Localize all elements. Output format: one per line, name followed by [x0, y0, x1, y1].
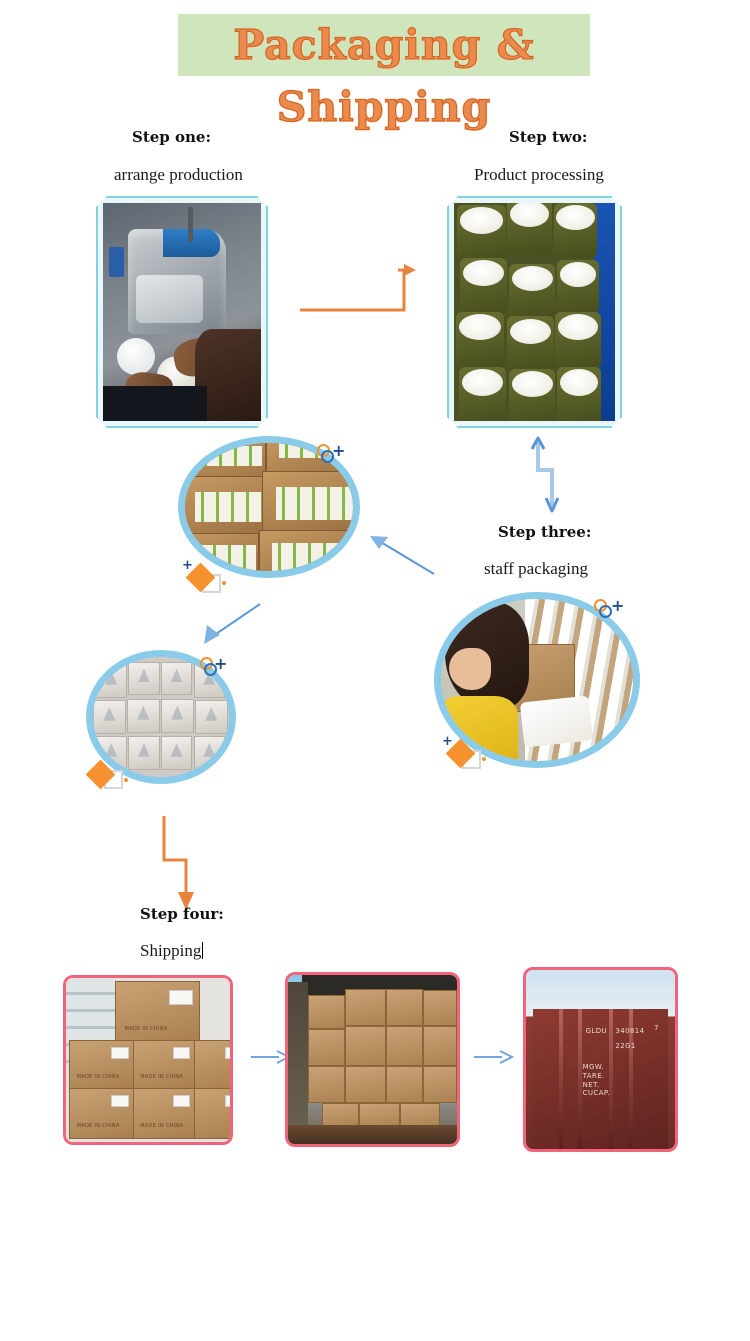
page-title-band: Packaging & Shipping — [178, 14, 590, 132]
carton-origin-mark-5: MADE IN CHINA — [140, 1122, 184, 1129]
photo-stacked-cartons-inner: MADE IN CHINA MADE IN CHINA MADE IN CHIN… — [66, 978, 230, 1142]
scene-retail-boxes — [93, 657, 229, 777]
scene-sewing-machine — [103, 203, 261, 421]
decoration-plus-4: + — [442, 734, 453, 749]
photo-rolled-towels-inner — [454, 203, 615, 421]
photo-shipping-container[interactable]: GLDU 340814 7 22G1 MGW. TARE. NET. CUCAP… — [523, 967, 678, 1152]
photo-cartons-inner — [185, 443, 353, 571]
decoration-ring-blue-1 — [321, 450, 334, 463]
photo-staff-packaging[interactable] — [434, 592, 640, 768]
photo-retail-boxes-inner — [93, 657, 229, 777]
arrow-cartons-to-retail-boxes — [198, 598, 268, 655]
container-weight-labels: MGW. TARE. NET. CUCAP. — [582, 1063, 611, 1098]
photo-container-loaded-inner — [288, 975, 457, 1144]
scene-cartons-of-packs — [185, 443, 353, 571]
page-title: Packaging & Shipping — [233, 20, 535, 131]
step-four-subtitle-wrap: Shipping — [140, 941, 204, 961]
container-type-code: 22G1 — [615, 1041, 636, 1050]
carton-origin-mark-1: MADE IN CHINA — [124, 1025, 168, 1032]
photo-container-loaded[interactable] — [285, 972, 460, 1147]
step-one-subtitle: arrange production — [114, 165, 243, 184]
arrow-step-one-to-step-two — [298, 258, 418, 325]
step-four-subtitle: Shipping — [140, 941, 202, 960]
arrow-step-three-to-cartons — [366, 528, 438, 585]
decoration-plus-1: + — [332, 441, 346, 460]
container-serial: 340814 — [615, 1027, 645, 1036]
scene-shipping-container: GLDU 340814 7 22G1 MGW. TARE. NET. CUCAP… — [526, 970, 675, 1149]
step-three-title: Step three: — [498, 523, 592, 541]
decoration-plus-5: + — [214, 654, 228, 673]
decoration-dot-3 — [124, 778, 128, 782]
photo-shipping-container-inner: GLDU 340814 7 22G1 MGW. TARE. NET. CUCAP… — [526, 970, 675, 1149]
scene-stacked-cartons: MADE IN CHINA MADE IN CHINA MADE IN CHIN… — [66, 978, 230, 1142]
decoration-dot-1 — [222, 581, 226, 585]
step-four-title: Step four: — [140, 905, 224, 923]
photo-sewing-machine-production[interactable] — [96, 196, 268, 428]
arrow-shipping-2-to-3 — [472, 1046, 515, 1073]
photo-stacked-cartons-warehouse[interactable]: MADE IN CHINA MADE IN CHINA MADE IN CHIN… — [63, 975, 233, 1145]
decoration-ring-blue-3 — [204, 663, 217, 676]
arrow-to-step-four — [156, 812, 212, 921]
carton-origin-mark-2: MADE IN CHINA — [76, 1074, 120, 1081]
container-owner-code: GLDU — [585, 1027, 608, 1036]
step-one-title: Step one: — [132, 128, 212, 146]
step-two-title: Step two: — [509, 128, 588, 146]
decoration-dot-2 — [482, 757, 486, 761]
photo-rolled-towels-crate[interactable] — [447, 196, 622, 428]
step-three-subtitle: staff packaging — [484, 559, 589, 578]
decoration-plus-2: + — [182, 558, 193, 573]
text-cursor — [202, 942, 204, 959]
arrow-step-two-to-step-three — [528, 432, 574, 523]
photo-retail-boxes-rows[interactable] — [86, 650, 236, 784]
scene-staff-packaging — [441, 599, 633, 761]
container-check-digit: 7 — [654, 1023, 659, 1032]
photo-sewing-machine-inner — [103, 203, 261, 421]
step-two-subtitle: Product processing — [474, 165, 604, 184]
carton-origin-mark-4: MADE IN CHINA — [76, 1122, 120, 1129]
decoration-ring-blue-2 — [599, 605, 612, 618]
scene-container-loaded — [288, 975, 457, 1144]
carton-origin-mark-3: MADE IN CHINA — [140, 1074, 184, 1081]
decoration-plus-3: + — [611, 596, 625, 615]
scene-rolled-towels — [454, 203, 615, 421]
photo-staff-packaging-inner — [441, 599, 633, 761]
